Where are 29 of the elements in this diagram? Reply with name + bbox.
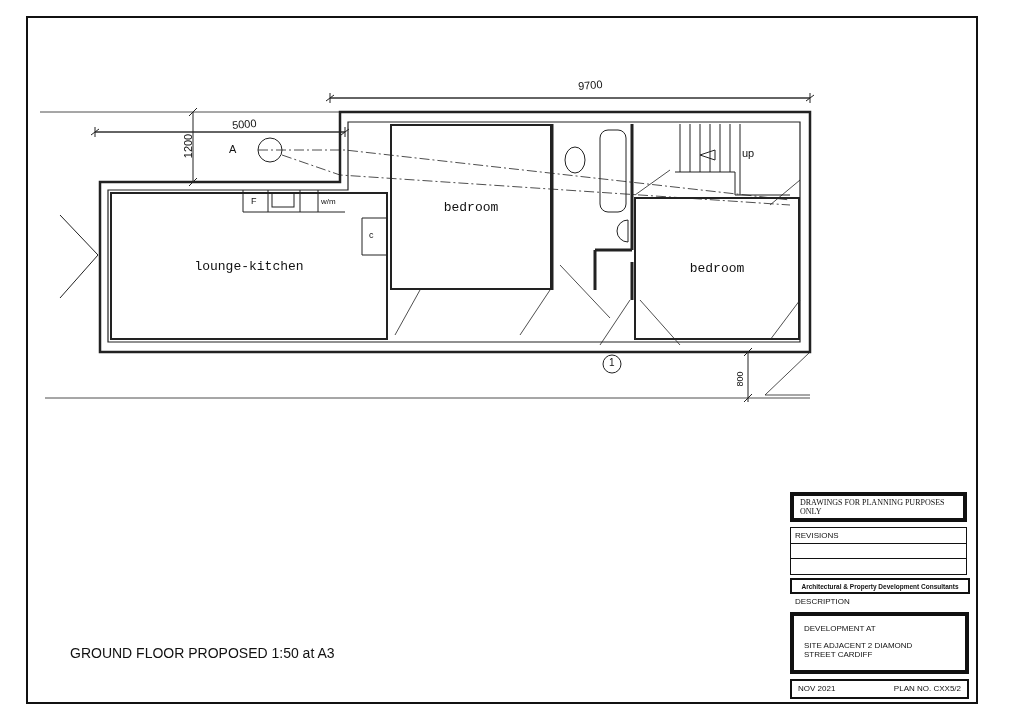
callout-number: 1: [609, 357, 615, 368]
appliance-label: c: [369, 230, 374, 240]
title-block-text: SITE ADJACENT 2 DIAMOND STREET CARDIFF: [804, 641, 914, 659]
title-block-panel: [790, 612, 969, 674]
bedroom-room: [390, 124, 552, 290]
room-label: bedroom: [443, 199, 499, 215]
room-label: bedroom: [689, 261, 745, 276]
section-mark: A: [229, 143, 237, 155]
dimension-value: 9700: [577, 77, 603, 93]
drawing-title: GROUND FLOOR PROPOSED 1:50 at A3: [70, 645, 335, 661]
dimension-value: 5000: [231, 116, 257, 132]
room-label: lounge-kitchen: [194, 258, 304, 274]
title-block-panel: [790, 679, 969, 699]
table-heading: REVISIONS: [794, 530, 840, 542]
section-heading: DESCRIPTION: [795, 597, 850, 606]
appliance-label: F: [251, 196, 257, 206]
title-block-panel: [790, 492, 967, 522]
bedroom-room: [634, 197, 800, 340]
title-block-text: DEVELOPMENT AT: [804, 624, 877, 633]
dimension-value: 1200: [182, 133, 195, 159]
dimension-value: 800: [734, 371, 745, 387]
title-block-text: DRAWINGS FOR PLANNING PURPOSES ONLY: [800, 498, 946, 516]
title-block-text: NOV 2021: [798, 684, 836, 694]
revisions-table: [790, 527, 967, 575]
title-block-panel: [790, 578, 970, 594]
appliance-label: w/m: [321, 197, 336, 206]
title-block-text: PLAN NO. CXX5/2: [893, 684, 961, 694]
stair-label: up: [742, 147, 755, 159]
lounge-kitchen-room: [110, 192, 388, 340]
